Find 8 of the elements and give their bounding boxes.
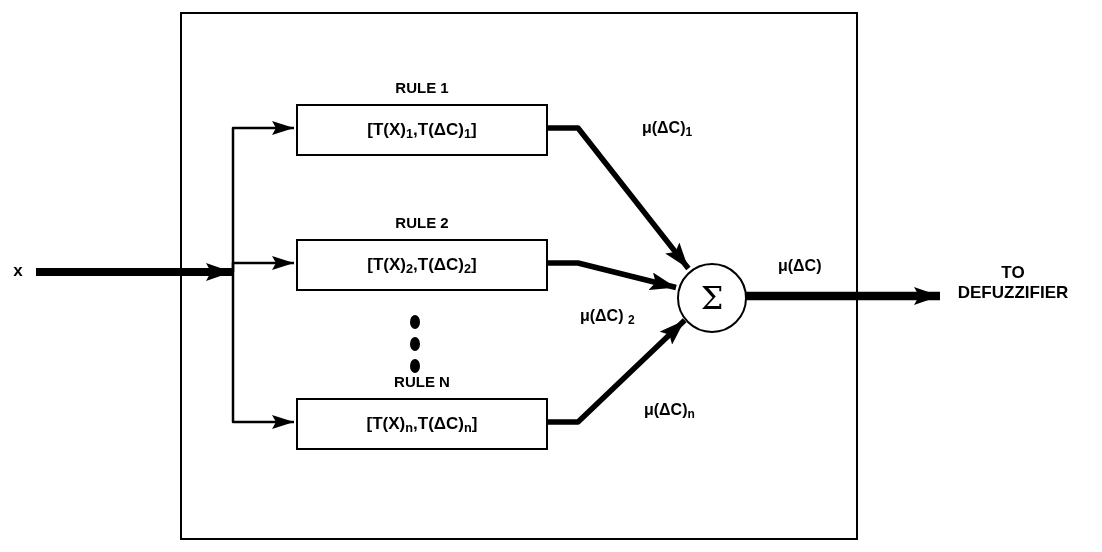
arrow: [231, 272, 294, 429]
arrow: [231, 256, 294, 272]
rule-label: RULE N: [394, 372, 450, 392]
rule-label: RULE 2: [395, 213, 449, 233]
system-frame: [180, 12, 858, 540]
signal-label: x: [13, 261, 23, 281]
rule-label: RULE 1: [395, 78, 449, 98]
signal-label: TO DEFUZZIFIER: [957, 263, 1069, 303]
